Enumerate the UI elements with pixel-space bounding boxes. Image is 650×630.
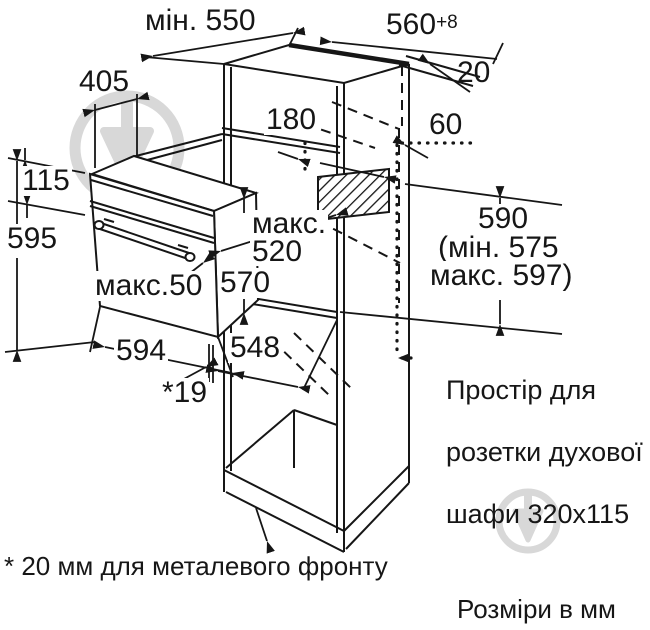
dim-label-560-plus8: 560+8 <box>386 8 458 41</box>
dim-label-590-max: макс. 597) <box>428 259 575 292</box>
dim-label-570: 570 <box>218 266 273 299</box>
dim-label-star-19: *19 <box>160 376 210 409</box>
dim-label-595: 595 <box>5 222 60 255</box>
dim-label-590-min: (мін. 575 <box>436 231 561 264</box>
dim-label-min-550: мін. 550 <box>145 4 256 37</box>
socket-space-note: Простір для розетки духової шафи 320x115 <box>446 375 643 529</box>
oven-handle <box>93 218 196 262</box>
dim-label-180: 180 <box>264 103 319 136</box>
dim-label-20: 20 <box>457 56 491 89</box>
dim-label-594: 594 <box>114 334 169 367</box>
dim-label-548: 548 <box>228 331 283 364</box>
dimension-lines <box>4 26 563 554</box>
socket-note-leader-arrow <box>398 353 409 363</box>
metal-front-footnote: * 20 мм для металевого фронту <box>4 551 388 581</box>
socket-space-hatched-area <box>317 167 390 222</box>
dim-label-60: 60 <box>429 108 463 141</box>
dim-label-590: 590 <box>476 202 531 235</box>
dim-label-maks-50: макс.50 <box>93 269 205 302</box>
units-note: Розміри в мм <box>457 594 616 624</box>
location-pin-watermark-icon <box>495 488 561 554</box>
dim-label-405: 405 <box>79 65 130 98</box>
dim-label-maks-520: макс.520 <box>250 207 329 268</box>
dim-label-115: 115 <box>20 164 72 197</box>
